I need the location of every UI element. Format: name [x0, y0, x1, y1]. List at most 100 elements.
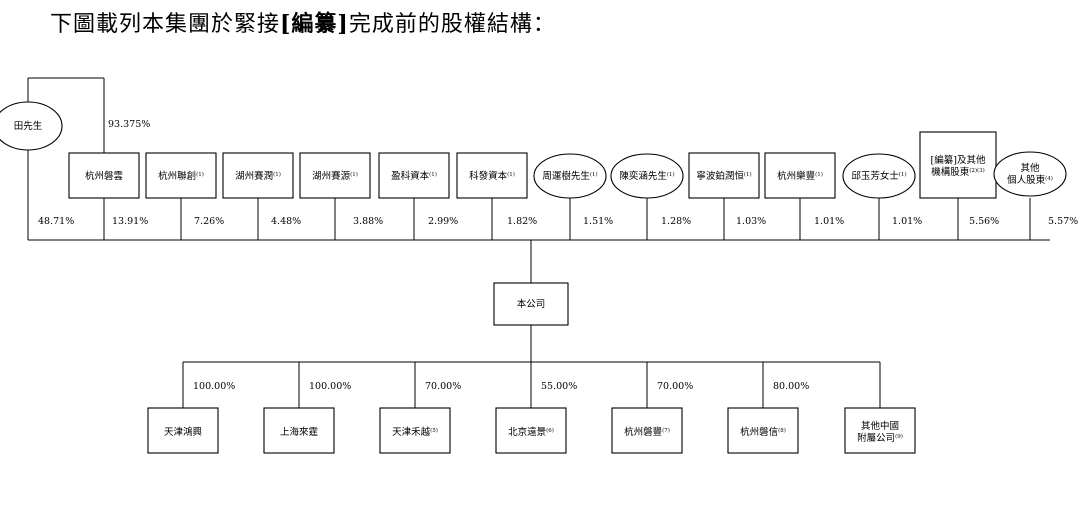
company-label: 本公司 [517, 298, 546, 310]
tian-panyun-stake-label: 93.375% [108, 119, 150, 130]
shareholder-hz-panyun-label: 杭州磐雲 [85, 170, 123, 182]
shareholder-zhou-footnote: (1) [590, 171, 598, 178]
shareholder-kefa-name: 科發資本 [469, 170, 508, 182]
shareholder-zhou-label: 周運樹先生(1) [542, 170, 597, 182]
subsidiary-other-cn-label: 其他中國附屬公司(9) [857, 420, 903, 444]
subsidiary-hz-panxin-footnote: (8) [778, 427, 786, 434]
shareholder-hz-lianchuang-footnote: (1) [196, 171, 204, 178]
subsidiary-hz-panxin-box [727, 407, 799, 454]
subsidiary-other-cn-name: 其他中國 [861, 420, 899, 432]
shareholder-hz-lefeng-name: 杭州樂豐 [777, 170, 815, 182]
subsidiary-hz-panxin: 杭州磐信(8) 80.00% [727, 362, 809, 454]
subsidiary-bj-yuanjing-stake: 55.00% [541, 381, 577, 392]
subsidiary-tj-heyue-label: 天津禾越(5) [392, 426, 438, 438]
heading-text-before: 下圖載列本集團於緊接 [50, 12, 281, 37]
shareholder-kefa-label: 科發資本(1) [469, 170, 515, 182]
subsidiary-other-cn: 其他中國附屬公司(9) [844, 362, 916, 454]
subsidiary-bj-yuanjing-name: 北京遠景 [508, 426, 546, 438]
shareholder-hu-sairun-footnote: (1) [273, 171, 281, 178]
subsidiary-bj-yuanjing-footnote: (6) [546, 427, 554, 434]
shareholder-zhou: 周運樹先生(1) 1.51% [533, 153, 613, 240]
shareholder-hu-sairun-box [222, 152, 294, 199]
shareholder-hu-saiyuan-footnote: (1) [350, 171, 358, 178]
subsidiary-bj-yuanjing-box [495, 407, 567, 454]
shareholder-ningbo-stake: 1.03% [736, 216, 766, 227]
shareholder-tian-name: 田先生 [14, 120, 43, 132]
shareholder-ningbo: 寧波鉑潤恒(1) 1.03% [688, 152, 766, 240]
subsidiary-tj-hongyu-name: 天津鴻興 [164, 426, 203, 438]
shareholders-layer: 田先生48.71%杭州磐雲13.91%杭州聯創(1)7.26%湖州賽潤(1)4.… [0, 101, 1078, 240]
shareholder-qiu-footnote: (1) [899, 171, 907, 178]
shareholder-zhou-ellipse [533, 153, 607, 199]
shareholder-hu-sairun: 湖州賽潤(1) 4.48% [222, 152, 301, 240]
shareholder-inst-footnote: (2)(3) [969, 167, 985, 174]
shareholder-indiv-footnote: (4) [1045, 175, 1053, 182]
shareholder-yingke-footnote: (1) [429, 171, 437, 178]
shareholder-hz-panyun-name: 杭州磐雲 [85, 170, 123, 182]
shareholder-hz-panyun-stake: 13.91% [112, 216, 148, 227]
shareholder-hz-panyun: 杭州磐雲 13.91% [68, 152, 148, 240]
subsidiary-hz-panfeng: 杭州磐豐(7) 70.00% [611, 362, 693, 454]
subsidiary-hz-panfeng-name: 杭州磐豐 [624, 426, 662, 438]
shareholder-yingke: 盈科資本(1) 2.99% [378, 152, 458, 240]
shareholder-zhou-stake: 1.51% [583, 216, 613, 227]
shareholder-hz-lianchuang-stake: 7.26% [194, 216, 224, 227]
shareholder-qiu-stake: 1.01% [892, 216, 922, 227]
subsidiary-sh-laiting-stake: 100.00% [309, 381, 351, 392]
shareholder-hu-saiyuan-name: 湖州賽源 [312, 170, 351, 182]
heading-redacted-marker: [編纂] [280, 11, 349, 37]
shareholder-qiu-label: 邱玉芳女士(1) [851, 170, 906, 182]
shareholder-hu-sairun-name: 湖州賽潤 [235, 170, 273, 182]
shareholder-hu-saiyuan-stake: 3.88% [353, 216, 383, 227]
shareholder-indiv: 其他個人股東(4)5.57% [993, 151, 1078, 240]
subsidiary-tj-heyue-footnote: (5) [430, 427, 438, 434]
shareholder-inst-name: [編纂]及其他 [931, 154, 986, 166]
shareholder-hu-saiyuan-box [299, 152, 371, 199]
subsidiary-hz-panxin-name: 杭州磐信 [740, 426, 778, 438]
shareholder-kefa-box [456, 152, 528, 199]
subsidiary-hz-panfeng-stake: 70.00% [657, 381, 693, 392]
shareholder-hu-sairun-stake: 4.48% [271, 216, 301, 227]
shareholder-chen-footnote: (1) [667, 171, 675, 178]
shareholder-qiu: 邱玉芳女士(1) 1.01% [842, 153, 922, 240]
shareholder-hu-saiyuan: 湖州賽源(1) 3.88% [299, 152, 383, 240]
shareholder-indiv-name: 其他 [1020, 162, 1040, 174]
shareholder-tian-label: 田先生 [14, 120, 43, 132]
company-box [493, 282, 569, 326]
shareholder-inst-name-line2: 機構股東 [931, 166, 970, 178]
shareholder-qiu-name: 邱玉芳女士 [851, 170, 899, 182]
shareholder-ningbo-label: 寧波鉑潤恒(1) [696, 170, 751, 182]
shareholder-ningbo-box [688, 152, 760, 199]
subsidiary-hz-panxin-label: 杭州磐信(8) [740, 426, 786, 438]
shareholder-tian-ellipse [0, 101, 63, 151]
shareholder-hz-lianchuang-box [145, 152, 217, 199]
subsidiary-hz-panxin-stake: 80.00% [773, 381, 809, 392]
subsidiary-tj-heyue-stake: 70.00% [425, 381, 461, 392]
shareholder-inst-stake: 5.56% [969, 216, 999, 227]
subsidiary-sh-laiting-name: 上海來霆 [280, 426, 319, 438]
shareholder-hz-lefeng-footnote: (1) [815, 171, 823, 178]
subsidiary-sh-laiting: 上海來霆 100.00% [263, 362, 351, 454]
shareholder-chen-label: 陳奕涵先生(1) [619, 170, 674, 182]
shareholder-yingke-stake: 2.99% [428, 216, 458, 227]
subsidiary-bj-yuanjing: 北京遠景(6) 55.00% [495, 362, 577, 454]
shareholder-indiv-stake: 5.57% [1048, 216, 1078, 227]
shareholder-hz-lianchuang: 杭州聯創(1)7.26% [145, 152, 224, 240]
shareholder-inst-box [919, 131, 997, 199]
subsidiary-tj-heyue-box [379, 407, 451, 454]
subsidiary-other-cn-name-line2: 附屬公司 [857, 432, 895, 444]
shareholder-chen-ellipse [610, 153, 684, 199]
shareholder-chen: 陳奕涵先生(1)1.28% [610, 153, 691, 240]
company-layer: 本公司 [493, 282, 569, 326]
subsidiary-hz-panfeng-label: 杭州磐豐(7) [624, 426, 670, 438]
subsidiary-other-cn-footnote: (9) [895, 433, 903, 440]
shareholder-hz-lefeng-stake: 1.01% [814, 216, 844, 227]
shareholder-kefa: 科發資本(1)1.82% [456, 152, 537, 240]
subsidiary-sh-laiting-box [263, 407, 335, 454]
page-heading: 下圖載列本集團於緊接[編纂]完成前的股權結構： [50, 6, 556, 38]
subsidiary-tj-heyue: 天津禾越(5) 70.00% [379, 362, 461, 454]
subsidiary-tj-hongyu-label: 天津鴻興 [164, 426, 203, 438]
shareholder-yingke-name: 盈科資本 [391, 170, 430, 182]
